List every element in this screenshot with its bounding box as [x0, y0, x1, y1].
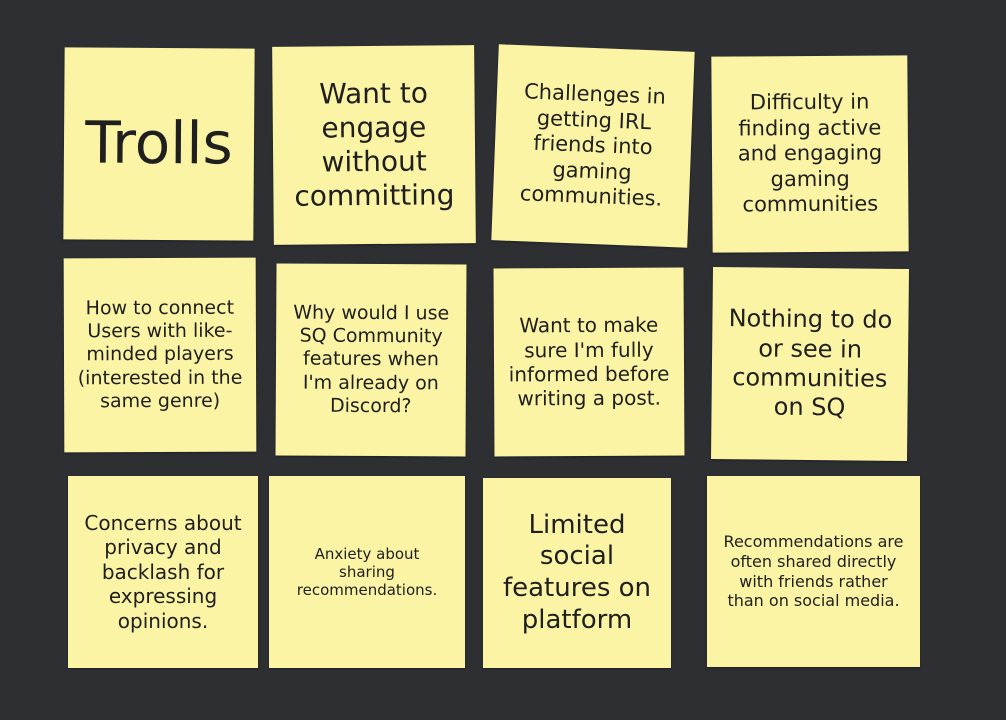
sticky-note-text: Why would I use SQ Community features wh…	[293, 301, 450, 417]
sticky-note-limited-social-features[interactable]: Limited social features on platform	[483, 478, 671, 668]
sticky-note-text: Anxiety about sharing recommendations.	[296, 544, 438, 600]
sticky-note-engage-without-committing[interactable]: Want to engage without committing	[272, 45, 476, 245]
sticky-note-fully-informed[interactable]: Want to make sure I'm fully informed bef…	[493, 267, 685, 457]
sticky-note-finding-communities[interactable]: Difficulty in finding active and engagin…	[711, 55, 909, 253]
sticky-note-like-minded-players[interactable]: How to connect Users with like-minded pl…	[63, 257, 257, 453]
sticky-note-sharing-anxiety[interactable]: Anxiety about sharing recommendations.	[269, 476, 465, 668]
sticky-note-trolls[interactable]: Trolls	[63, 47, 255, 241]
sticky-note-text: Trolls	[85, 108, 233, 178]
sticky-note-irl-friends[interactable]: Challenges in getting IRL friends into g…	[491, 44, 695, 248]
sticky-note-text: Concerns about privacy and backlash for …	[84, 511, 242, 633]
sticky-note-discord[interactable]: Why would I use SQ Community features wh…	[275, 263, 467, 457]
sticky-note-text: Nothing to do or see in communities on S…	[728, 304, 893, 422]
sticky-note-text: Difficulty in finding active and engagin…	[737, 89, 883, 217]
sticky-note-privacy-concerns[interactable]: Concerns about privacy and backlash for …	[68, 476, 258, 668]
sticky-note-recommendations-shared[interactable]: Recommendations are often shared directl…	[707, 476, 920, 667]
sticky-note-text: Limited social features on platform	[502, 509, 652, 635]
sticky-note-text: Want to engage without committing	[294, 76, 455, 213]
sticky-note-nothing-to-do[interactable]: Nothing to do or see in communities on S…	[711, 266, 909, 462]
sticky-note-text: Recommendations are often shared directl…	[723, 532, 904, 611]
sticky-note-text: How to connect Users with like-minded pl…	[77, 296, 243, 412]
sticky-note-text: Want to make sure I'm fully informed bef…	[508, 312, 670, 411]
sticky-note-text: Challenges in getting IRL friends into g…	[519, 79, 667, 212]
